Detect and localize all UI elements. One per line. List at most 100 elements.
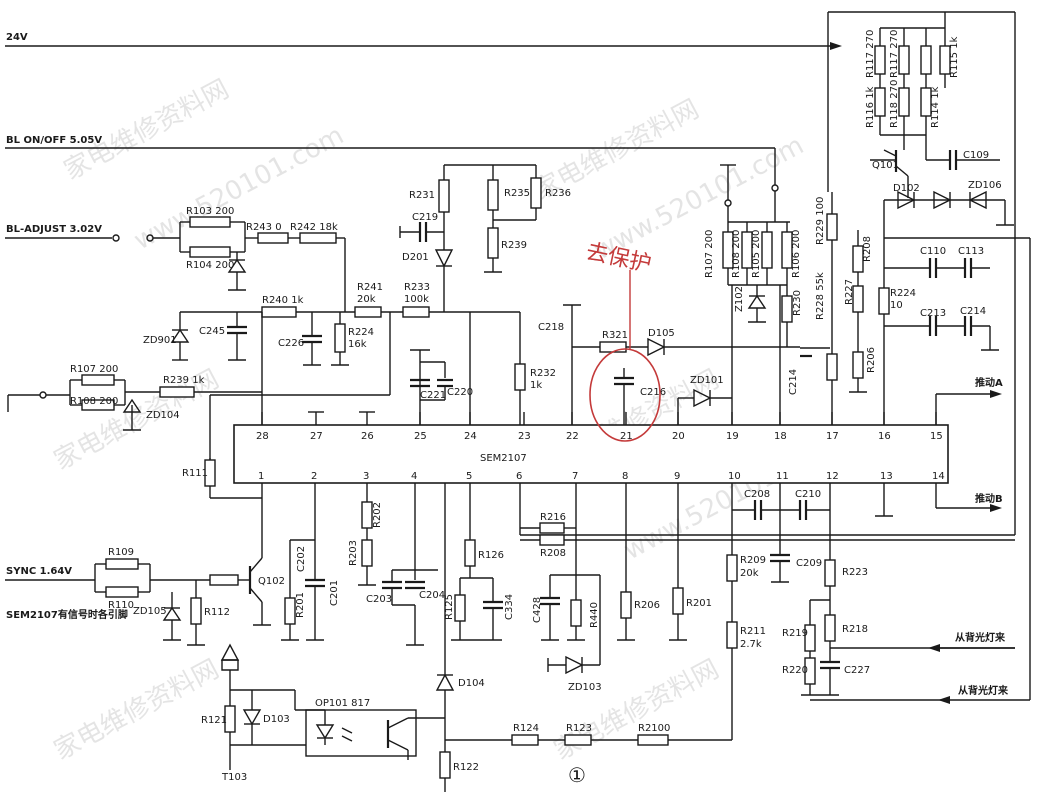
from-backlight-2-label: 从背光灯来 [958, 684, 1009, 697]
pin10-12-network: C208 C210 C209 R209 20k R211 2.7k R223 [726, 483, 1031, 735]
label-r240: R240 1k [262, 295, 304, 306]
watermark-cn-5: 家电维修资料网 [49, 654, 224, 766]
label-c227: C227 [844, 665, 870, 676]
label-r111: R111 [182, 468, 208, 479]
label-zd104: ZD104 [146, 410, 180, 421]
label-r229: R229 100 [815, 197, 826, 245]
label-r211-value: 2.7k [740, 639, 762, 650]
ic-pin-label: 28 [256, 431, 269, 442]
label-r106: R106 200 [791, 230, 802, 278]
sync-input-network: R111 SYNC 1.64V SEM2107有信号时各引脚 R109 R110… [5, 458, 285, 646]
label-r124: R124 [513, 723, 539, 734]
label-r107b: R107 200 [704, 230, 715, 278]
ic-pin-label: 12 [826, 471, 839, 482]
label-c208: C208 [744, 489, 770, 500]
label-zd103: ZD103 [568, 682, 602, 693]
watermark-cn-1: 家电维修资料网 [59, 74, 234, 186]
label-r233-value: 100k [404, 294, 429, 305]
ic-pin-label: 1 [258, 471, 264, 482]
label-r224b: R224 [890, 288, 916, 299]
label-c226: C226 [278, 338, 304, 349]
label-r232-value: 1k [530, 380, 542, 391]
ic-pin-label: 13 [880, 471, 893, 482]
label-zd901: ZD901 [143, 335, 177, 346]
label-op101: OP101 817 [315, 698, 370, 709]
drive-outputs: 推动A 推动B [875, 376, 1003, 517]
label-c214b: C214 [960, 306, 986, 317]
label-r201b: R201 [686, 598, 712, 609]
label-r203: R203 [348, 540, 359, 566]
label-zd106: ZD106 [968, 180, 1002, 191]
ic-pin-label: 8 [622, 471, 628, 482]
label-c214: C214 [788, 369, 799, 395]
label-r115: R115 1k [949, 36, 960, 78]
label-r208: R208 [862, 236, 873, 262]
label-r123: R123 [566, 723, 592, 734]
ic-pin-label: 15 [930, 431, 943, 442]
label-r228: R228 55k [815, 272, 826, 320]
label-d105: D105 [648, 328, 675, 339]
ic-pin-label: 20 [672, 431, 685, 442]
rail-bl-onoff-label: BL ON/OFF 5.05V [6, 135, 102, 146]
label-q102: Q102 [258, 576, 285, 587]
label-q101: Q101 [872, 160, 899, 171]
label-r218: R218 [842, 624, 868, 635]
label-c245: C245 [199, 326, 225, 337]
ic-pin-label: 24 [464, 431, 477, 442]
label-c204: C204 [419, 590, 445, 601]
label-r103: R103 200 [186, 206, 234, 217]
label-c221: C221 [420, 390, 446, 401]
label-r211: R211 [740, 626, 766, 637]
rail-bl-onoff: BL ON/OFF 5.05V [5, 135, 779, 192]
label-r125: R125 [444, 594, 455, 620]
label-r208b: R208 [540, 548, 566, 559]
rail-bl-adjust: BL-ADJUST 3.02V [5, 224, 180, 242]
label-c209: C209 [796, 558, 822, 569]
pin16-network: R224 10 C110 C113 C213 C214 [878, 237, 1031, 680]
watermark-cn-6: 家电维修资料网 [549, 654, 724, 766]
label-r236: R236 [545, 188, 571, 199]
ic-pin-label: 17 [826, 431, 839, 442]
label-r224b-value: 10 [890, 300, 903, 311]
rail-sync-label: SYNC 1.64V [6, 566, 72, 577]
right-upper-network: R107 200 R108 200 R105 200 R106 200 Z102… [704, 164, 803, 425]
label-r242: R242 18k [290, 222, 338, 233]
label-r239: R239 [501, 240, 527, 251]
ic-pin-label: 23 [518, 431, 531, 442]
label-r220: R220 [782, 665, 808, 676]
rail-bl-adjust-label: BL-ADJUST 3.02V [6, 224, 102, 235]
label-r118: R118 270 [889, 80, 900, 128]
label-r235: R235 [504, 188, 530, 199]
ic-pin-label: 10 [728, 471, 741, 482]
label-t103: T103 [221, 772, 247, 783]
pin8-pin9-network: R206 R201 [617, 483, 712, 641]
q101-network: R116 1k R117 270 R118 270 R117 270 R114 … [519, 11, 1016, 536]
ic-pin-label: 14 [932, 471, 945, 482]
label-c109: C109 [963, 150, 989, 161]
top-center-network: R231 C219 D201 R235 R236 R239 [399, 164, 571, 312]
label-r219: R219 [782, 628, 808, 639]
ic-pin-label: 25 [414, 431, 427, 442]
ic-pin-label: 5 [466, 471, 472, 482]
label-c428: C428 [532, 597, 543, 623]
ic-pin-label: 22 [566, 431, 579, 442]
label-r232: R232 [530, 368, 556, 379]
label-r241: R241 [357, 282, 383, 293]
label-c203: C203 [366, 594, 392, 605]
label-r321: R321 [602, 330, 628, 341]
label-r109: R109 [108, 547, 134, 558]
label-r121: R121 [201, 715, 227, 726]
ic-pin-label: 27 [310, 431, 323, 442]
ic-pin-label: 3 [363, 471, 369, 482]
label-r241-value: 20k [357, 294, 376, 305]
ic-pin-label: 26 [361, 431, 374, 442]
label-c216: C216 [640, 387, 666, 398]
label-r233: R233 [404, 282, 430, 293]
ic-pin-label: 9 [674, 471, 680, 482]
rail-24v-label: 24V [6, 32, 28, 43]
label-r239b: R239 1k [163, 375, 205, 386]
label-d201: D201 [402, 252, 429, 263]
label-r117b: R117 270 [889, 30, 900, 78]
